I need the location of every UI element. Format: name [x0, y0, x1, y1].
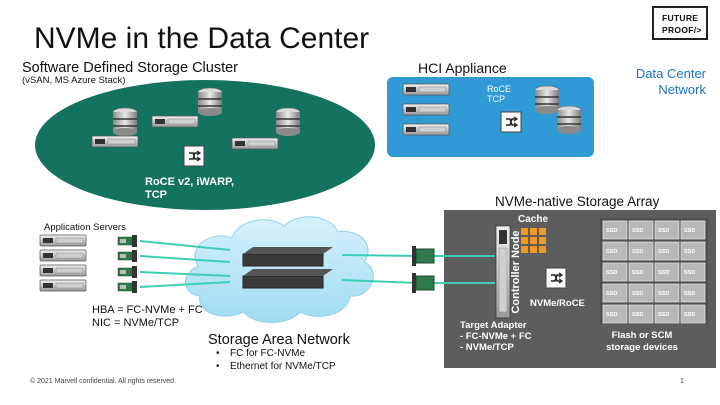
sds-protocol-line-1: RoCE v2, iWARP, — [145, 176, 235, 188]
dcn-line-2: Network — [658, 82, 706, 97]
ssd-device — [602, 283, 628, 303]
sds-title: Software Defined Storage Cluster — [22, 60, 238, 76]
hci-protocols: RoCE TCP — [487, 84, 511, 104]
server-adapter-cards — [117, 234, 138, 294]
san-bullet-fc: FC for FC-NVMe — [216, 347, 336, 360]
ssd-label: SSD — [684, 291, 695, 297]
copyright: © 2021 Marvell confidential. All rights … — [30, 378, 177, 385]
ssd-device — [654, 304, 680, 324]
ssd-device — [628, 262, 654, 282]
sds-protocol-line-2: TCP — [145, 189, 167, 201]
ssd-device — [628, 220, 654, 240]
ssd-label: SSD — [606, 291, 617, 297]
array-title: NVMe-native Storage Array — [495, 194, 660, 209]
target-adapter-item-tcp: - NVMe/TCP — [460, 342, 514, 353]
flash-label-line-2: storage devices — [606, 342, 678, 353]
ssd-device — [680, 262, 706, 282]
adapter-notes: HBA = FC-NVMe + FC NIC = NVMe/TCP — [92, 304, 203, 330]
nic-note: NIC = NVMe/TCP — [92, 317, 180, 329]
ssd-device — [680, 220, 706, 240]
ssd-device — [680, 241, 706, 261]
ssd-label: SSD — [606, 249, 617, 255]
ssd-label: SSD — [684, 312, 695, 318]
page-number: 1 — [680, 378, 684, 385]
hci-servers — [402, 83, 450, 136]
ssd-label: SSD — [658, 312, 669, 318]
ssd-label: SSD — [606, 270, 617, 276]
ssd-device — [654, 262, 680, 282]
logo-line-2: PROOF/> — [662, 25, 702, 35]
ssd-label: SSD — [606, 312, 617, 318]
sds-protocols: RoCE v2, iWARP, TCP — [145, 176, 234, 202]
data-center-network-label: Data Center Network — [600, 66, 706, 98]
san-bullets: FC for FC-NVMe Ethernet for NVMe/TCP — [216, 347, 336, 373]
logo-line-1: FUTURE — [662, 13, 699, 23]
futureproof-logo: FUTURE PROOF/> — [652, 6, 708, 40]
ssd-label: SSD — [632, 291, 643, 297]
ssd-label: SSD — [684, 270, 695, 276]
ssd-label: SSD — [658, 249, 669, 255]
ssd-device — [654, 241, 680, 261]
ssd-device — [654, 283, 680, 303]
ssd-device — [628, 241, 654, 261]
ssd-label: SSD — [684, 228, 695, 234]
san-switches — [242, 247, 333, 289]
ssd-device — [602, 304, 628, 324]
ssd-label: SSD — [632, 228, 643, 234]
flash-label: Flash or SCM storage devices — [594, 330, 690, 354]
ssd-label: SSD — [632, 249, 643, 255]
ssd-device — [602, 220, 628, 240]
ssd-device — [628, 304, 654, 324]
slide-title: NVMe in the Data Center — [34, 22, 370, 55]
hci-protocol-tcp: TCP — [487, 94, 505, 104]
ssd-device — [628, 283, 654, 303]
ssd-device — [680, 304, 706, 324]
target-adapter-text: Target Adapter - FC-NVMe + FC - NVMe/TCP — [460, 320, 532, 353]
ssd-label: SSD — [684, 249, 695, 255]
hci-switch-icon — [500, 111, 522, 133]
hci-title: HCI Appliance — [418, 60, 507, 76]
array-switch-label: NVMe/RoCE — [530, 298, 585, 309]
application-servers — [39, 234, 87, 292]
ssd-device — [602, 241, 628, 261]
ssd-device — [654, 220, 680, 240]
ssd-grid: SSD SSD SSD SSD SSD SSD SSD SSD SSD SSD SSD SSD SSD S… — [602, 220, 706, 324]
sds-switch-icon — [183, 145, 205, 167]
san-title: Storage Area Network — [208, 332, 350, 348]
ssd-device — [602, 262, 628, 282]
network-links — [139, 240, 495, 288]
target-adapter-item-fc: - FC-NVMe + FC — [460, 331, 532, 342]
app-servers-label: Application Servers — [44, 222, 126, 233]
sds-subtitle: (vSAN, MS Azure Stack) — [22, 75, 126, 86]
hba-note: HBA = FC-NVMe + FC — [92, 304, 203, 316]
ssd-label: SSD — [658, 228, 669, 234]
ssd-label: SSD — [658, 291, 669, 297]
controller-node-label: Controller Node — [510, 230, 522, 314]
array-switch-icon — [545, 267, 567, 289]
flash-label-line-1: Flash or SCM — [611, 330, 673, 341]
ssd-label: SSD — [606, 228, 617, 234]
ssd-label: SSD — [658, 270, 669, 276]
cache-grid-icon — [521, 228, 546, 253]
dcn-line-1: Data Center — [635, 66, 706, 81]
ssd-label: SSD — [632, 270, 643, 276]
hci-protocol-roce: RoCE — [487, 84, 512, 94]
ssd-device — [680, 283, 706, 303]
target-adapter-cards — [412, 246, 435, 293]
cache-label: Cache — [518, 214, 549, 225]
san-bullet-ethernet: Ethernet for NVMe/TCP — [216, 360, 336, 373]
controller-node-server-icon — [495, 225, 511, 319]
target-adapter-heading: Target Adapter — [460, 320, 527, 331]
ssd-label: SSD — [632, 312, 643, 318]
